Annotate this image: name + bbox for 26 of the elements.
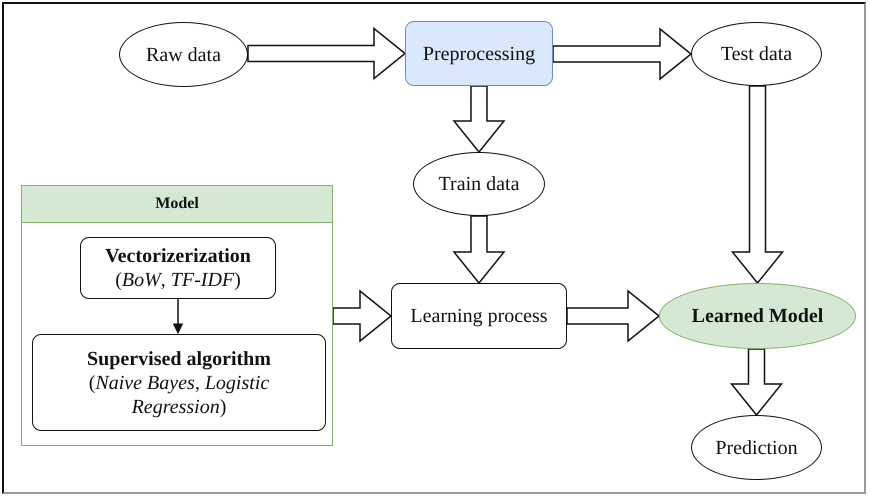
block-arrow bbox=[730, 348, 784, 416]
arrow bbox=[172, 298, 184, 334]
block-arrow bbox=[332, 289, 392, 343]
node-subtitle: (BoW, TF-IDF) bbox=[115, 268, 241, 292]
node-title: Prediction bbox=[715, 436, 798, 460]
block-arrow bbox=[452, 85, 506, 154]
block-arrow bbox=[552, 27, 692, 81]
process-box bbox=[391, 283, 567, 349]
node-title: Learning process bbox=[410, 304, 548, 328]
process-box bbox=[405, 21, 553, 86]
group-container bbox=[21, 185, 333, 446]
node-title: Supervised algorithm bbox=[87, 346, 271, 370]
block-arrow bbox=[452, 215, 506, 284]
node-title: Train data bbox=[438, 172, 520, 196]
node-title: Preprocessing bbox=[422, 42, 536, 66]
block-arrow bbox=[247, 26, 406, 80]
node-title: Test data bbox=[720, 42, 792, 66]
process-box bbox=[80, 237, 276, 299]
block-arrow bbox=[566, 289, 660, 343]
group-header: Model bbox=[22, 186, 332, 223]
block-arrow bbox=[730, 85, 784, 284]
node-title: Vectorizerization bbox=[105, 244, 251, 268]
process-box bbox=[32, 334, 326, 431]
node-title: Learned Model bbox=[692, 304, 824, 328]
node-title: Raw data bbox=[146, 42, 221, 66]
node-subtitle: (Naive Bayes, Logistic Regression) bbox=[88, 370, 270, 418]
